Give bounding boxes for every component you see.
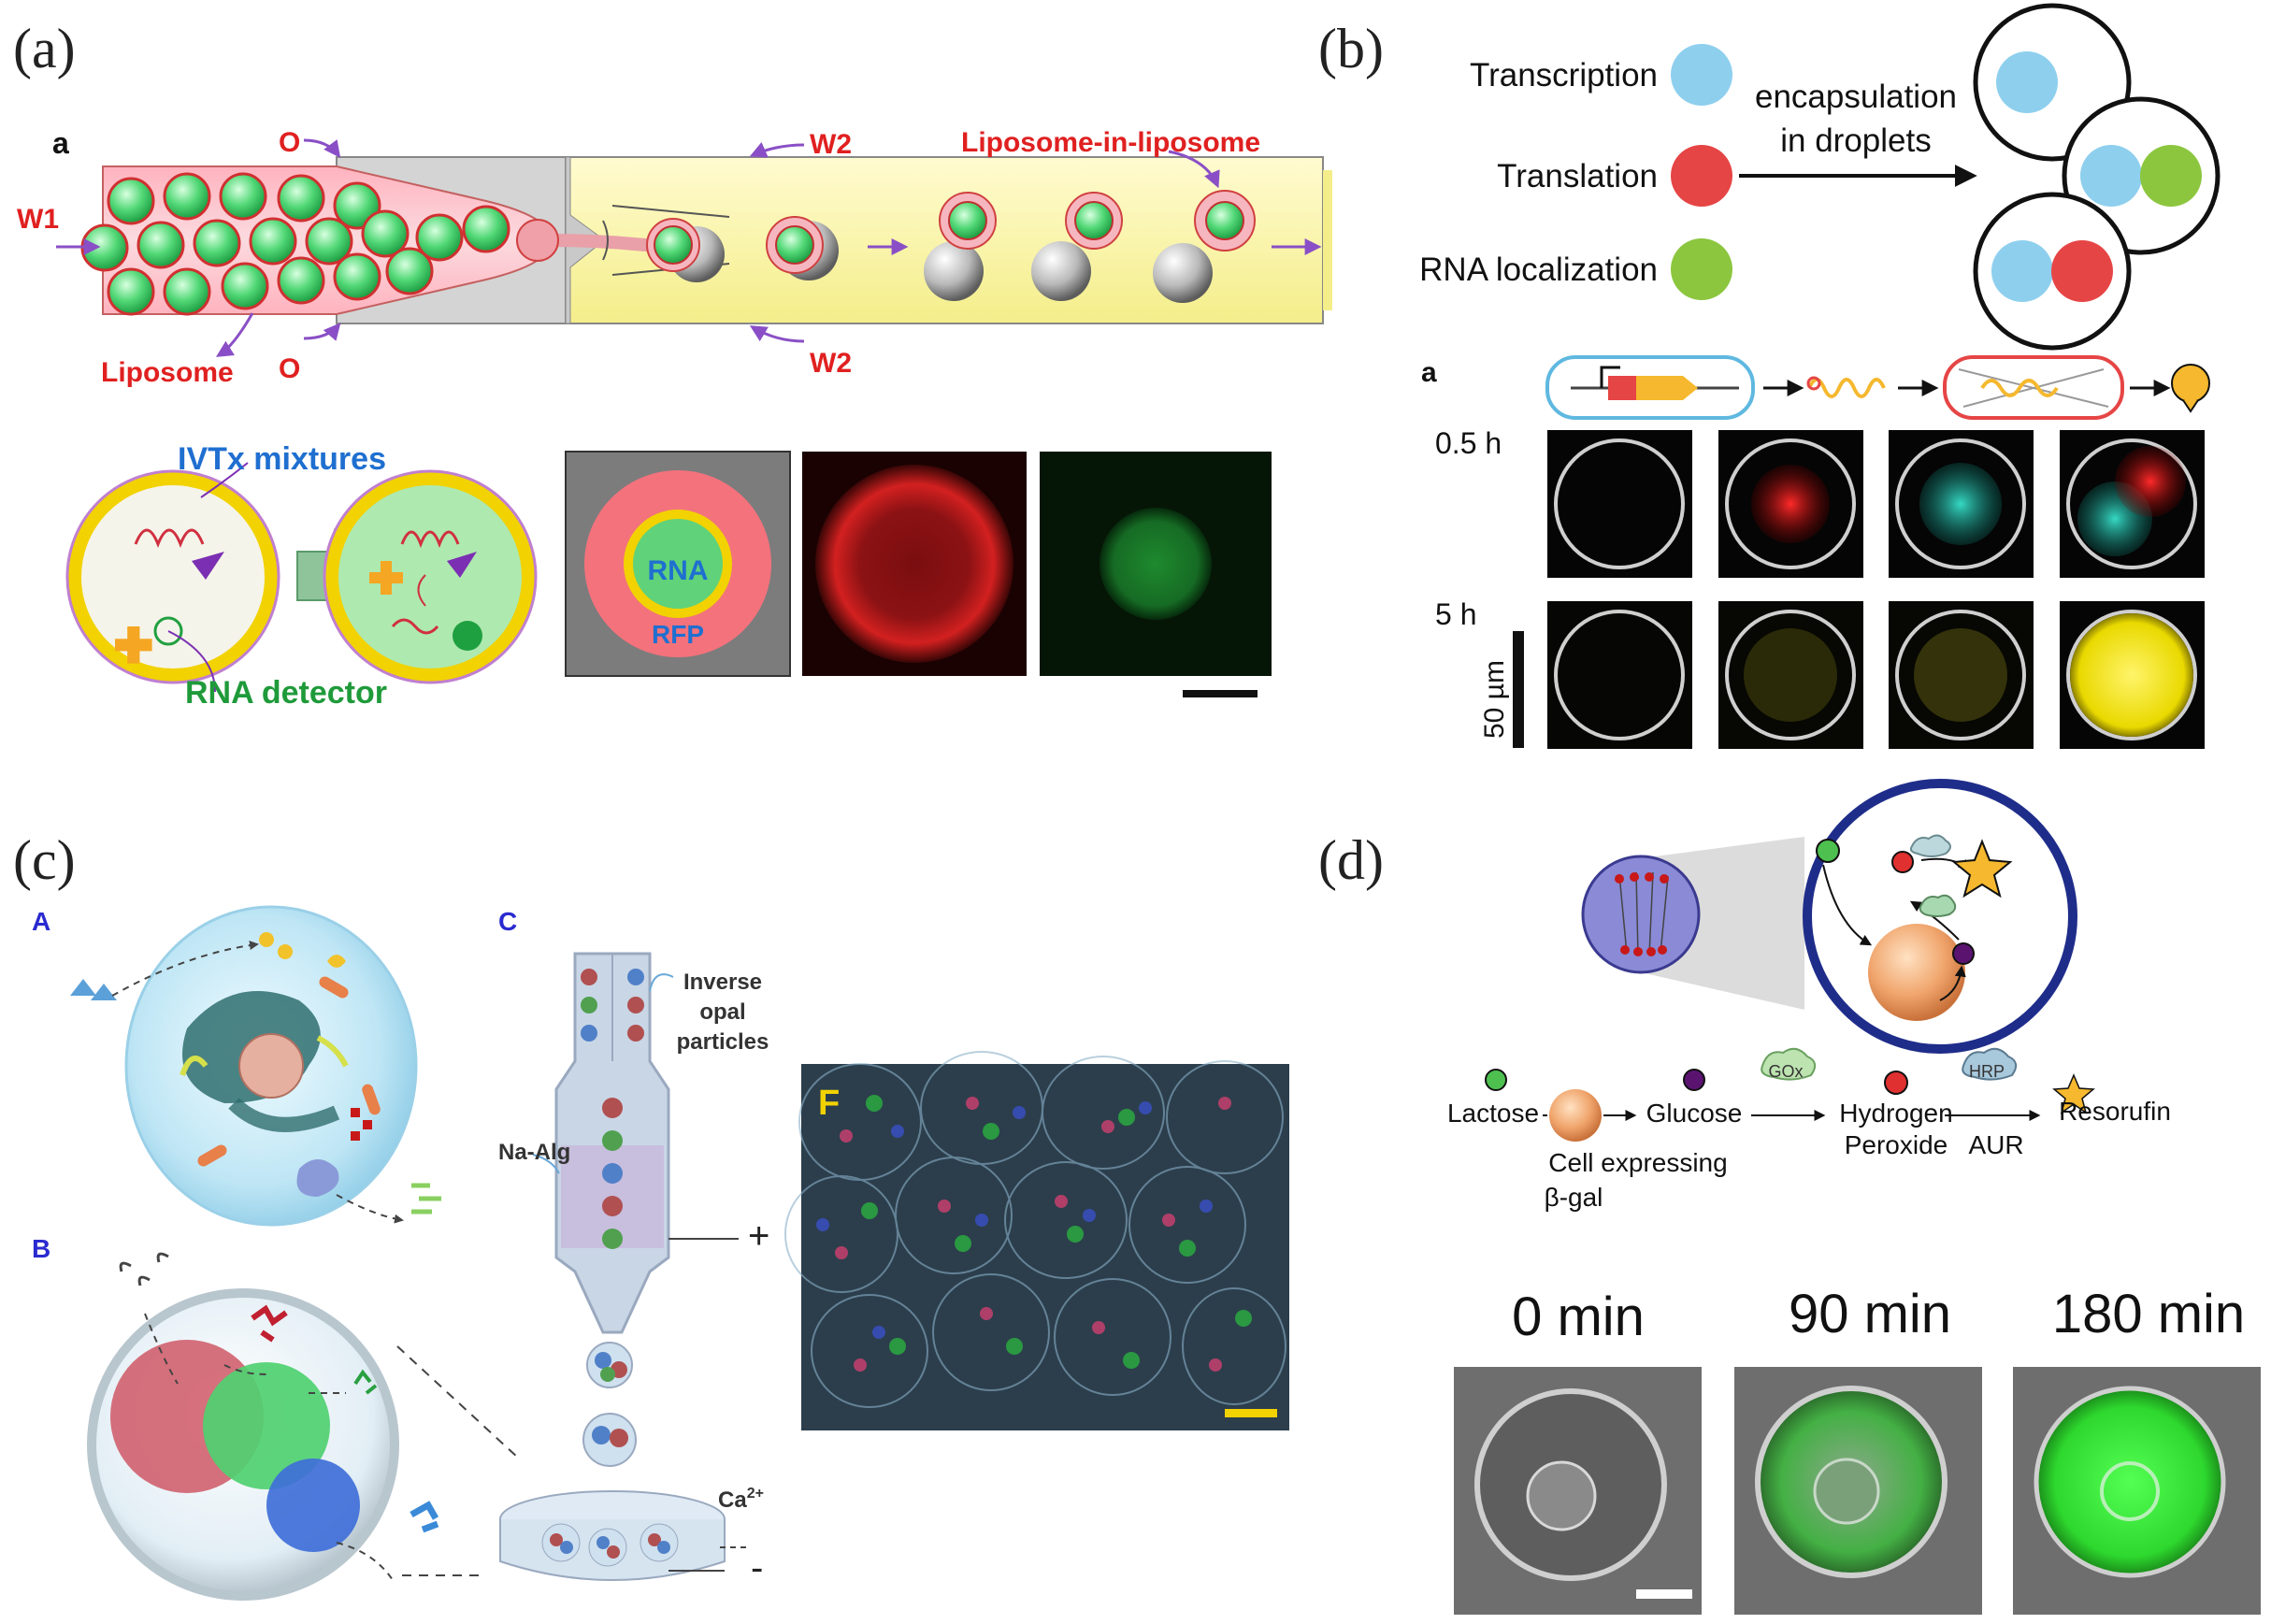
microcapsule-micrograph: [784, 1051, 1289, 1430]
label-A: A: [32, 907, 50, 936]
green-fluorescence-image: [1040, 452, 1272, 676]
panel-label-d: (d): [1318, 829, 1384, 891]
droplet-reaction-schematic: [1581, 779, 2077, 1054]
mechanism-schematic: [1545, 355, 2210, 420]
plus-label: +: [748, 1215, 769, 1257]
o-top-label: O: [279, 127, 300, 158]
label-C: C: [498, 907, 517, 936]
panel-a: (a) a: [13, 18, 1332, 711]
panel-b: (b) Transcription Translation RNA locali…: [1318, 3, 2221, 749]
aur-label: AUR: [1968, 1130, 2023, 1159]
inverse-opal-line3: particles: [677, 1029, 769, 1055]
encapsulation-line2: in droplets: [1780, 122, 1931, 159]
label-F: F: [818, 1084, 840, 1123]
inverse-opal-line2: opal: [699, 999, 745, 1025]
time-0-5h-label: 0.5 h: [1435, 426, 1502, 460]
hrp-label: HRP: [1969, 1062, 2005, 1081]
panel-d: (d) Lact: [1318, 779, 2261, 1615]
time-90-min-label: 90 min: [1789, 1284, 1951, 1344]
rna-localization-dot: [1671, 238, 1732, 300]
rna-localization-label: RNA localization: [1419, 252, 1658, 288]
scale-50um-label: 50 µm: [1479, 660, 1510, 739]
liposome-in-liposome-label: Liposome-in-liposome: [961, 127, 1260, 158]
rfp-label: RFP: [652, 620, 704, 649]
panel-label-c: (c): [13, 829, 76, 891]
time-lapse-micrographs: [1454, 1367, 2261, 1615]
time-0-min-label: 0 min: [1512, 1286, 1645, 1347]
o-bottom-label: O: [279, 353, 300, 384]
cell-illustration: [70, 905, 441, 1227]
w2-top-label: W2: [810, 129, 852, 160]
droplet-schematic: [1973, 3, 2221, 351]
encapsulation-line1: encapsulation: [1755, 79, 1957, 115]
red-fluorescence-image: [802, 452, 1027, 676]
rna-rfp-schematic-tile: RNA RFP: [565, 451, 791, 677]
rna-detector-label: RNA detector: [185, 675, 387, 711]
panel-c: (c) A B C: [13, 829, 1289, 1601]
ivtx-schematic: [65, 462, 538, 693]
transcription-dot: [1671, 44, 1732, 106]
resorufin-label: Resorufin: [2059, 1097, 2171, 1126]
panel-label-a: (a): [13, 18, 76, 79]
ivtx-mixtures-label: IVTx mixtures: [178, 441, 386, 477]
cell-expressing-line1: Cell expressing: [1548, 1148, 1727, 1177]
inverse-opal-line1: Inverse: [683, 970, 762, 995]
ca-label: Ca2+: [718, 1486, 764, 1513]
w2-bottom-label: W2: [810, 348, 852, 379]
transcription-label: Transcription: [1470, 57, 1658, 93]
reaction-pathway: [1485, 1047, 2095, 1142]
lactose-label: Lactose: [1447, 1099, 1539, 1128]
na-alg-label: Na-Alg: [498, 1140, 570, 1165]
panel-b-sub-label: a: [1421, 357, 1437, 388]
hydrogen-label: Hydrogen: [1839, 1099, 1952, 1128]
cell-expressing-line2: β-gal: [1545, 1183, 1603, 1212]
liposome-cluster: [80, 172, 559, 316]
time-180-min-label: 180 min: [2052, 1284, 2245, 1344]
liposome-label: Liposome: [101, 357, 234, 388]
droplet-fluorescence-grid: [1547, 430, 2205, 749]
time-5h-label: 5 h: [1435, 597, 1476, 631]
panel-label-b: (b): [1318, 18, 1384, 79]
label-B: B: [32, 1234, 50, 1263]
panel-a-sub-label: a: [52, 126, 69, 160]
glucose-label: Glucose: [1646, 1099, 1743, 1128]
scale-bar-a: [1183, 690, 1258, 697]
flow-arrows: [56, 138, 1322, 357]
peroxide-label: Peroxide: [1845, 1130, 1948, 1159]
translation-label: Translation: [1497, 158, 1658, 194]
scale-bar-b: [1513, 631, 1524, 748]
liposome-in-liposome-droplets: [646, 190, 1256, 303]
gox-label: GOx: [1768, 1062, 1803, 1081]
rna-label: RNA: [648, 555, 709, 586]
multi-compartment-sphere: [87, 1252, 520, 1601]
translation-dot: [1671, 145, 1732, 207]
minus-label: -: [751, 1547, 763, 1588]
electrospray-device: [499, 952, 748, 1581]
w1-label: W1: [17, 204, 59, 235]
